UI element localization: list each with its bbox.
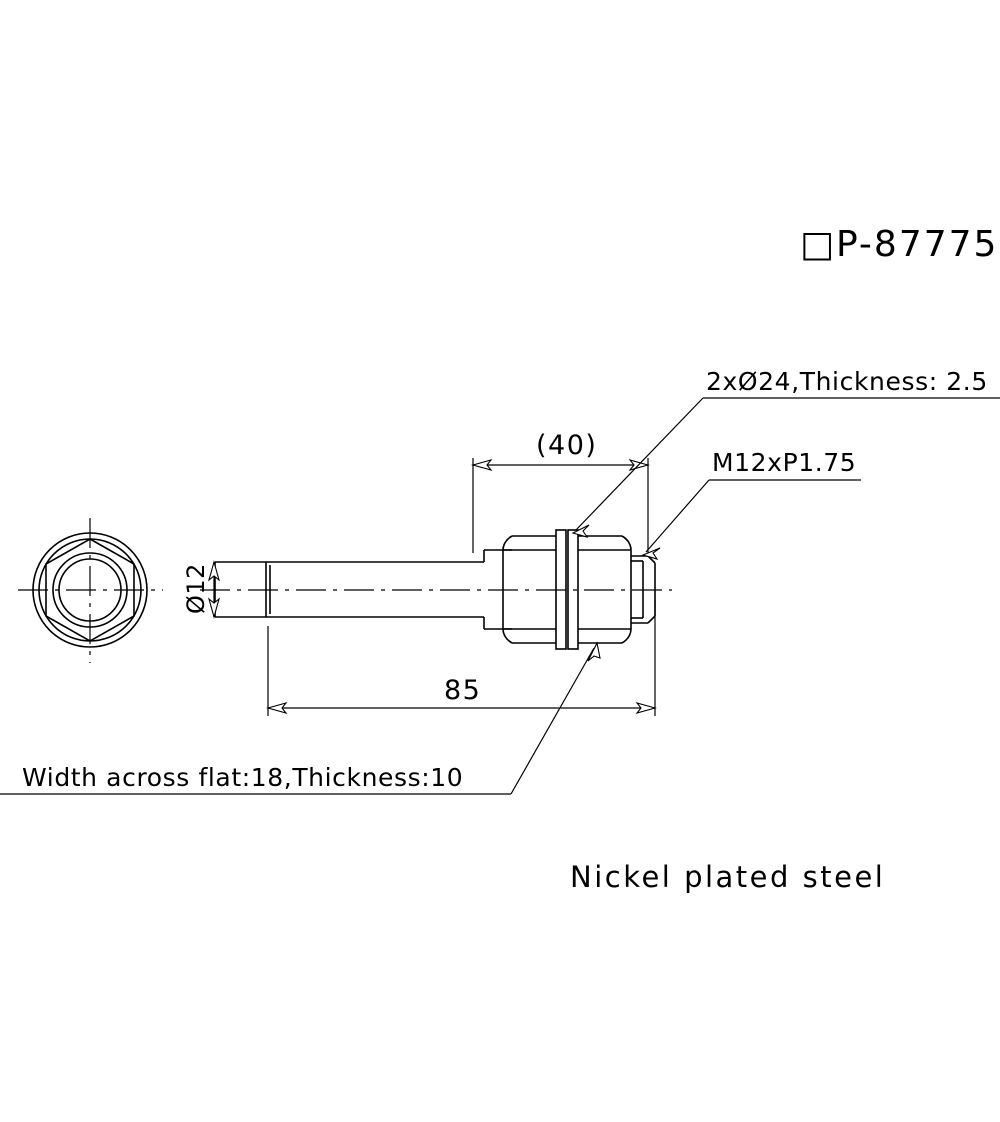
hex-callout-text: Width across flat:18,Thickness:10 — [22, 763, 463, 792]
dimension-overall-length: 85 — [265, 600, 658, 716]
diameter-dim-text: Ø12 — [182, 563, 210, 614]
callout-thread: M12xP1.75 — [641, 448, 861, 560]
thread-chamfer-bottom — [647, 615, 656, 624]
end-view — [18, 518, 163, 663]
overall-length-arrow-right — [635, 702, 658, 714]
overall-length-arrow-left — [265, 702, 288, 714]
material-note: Nickel plated steel — [570, 860, 885, 894]
callout-hex: Width across flat:18,Thickness:10 — [0, 641, 601, 795]
callout-washer: 2xØ24,Thickness: 2.5 — [571, 367, 1000, 538]
ref-length-text: (40) — [536, 430, 597, 461]
thread-callout-leader — [645, 479, 710, 553]
washer-callout-arrow — [571, 524, 590, 538]
washer-callout-text: 2xØ24,Thickness: 2.5 — [706, 367, 988, 396]
overall-length-text: 85 — [444, 675, 481, 706]
hex-callout-arrow — [587, 641, 601, 662]
washer-callout-leader — [575, 397, 704, 531]
dimension-reference-length: (40) — [470, 430, 651, 553]
diameter-arrow-bottom — [208, 597, 220, 620]
thread-callout-text: M12xP1.75 — [712, 448, 856, 477]
drawing-title: □P-87775 — [800, 224, 998, 265]
ref-length-arrow-left — [470, 459, 493, 471]
dimension-shaft-diameter: Ø12 — [182, 559, 220, 620]
thread-callout-arrow — [641, 547, 661, 560]
side-view — [200, 529, 672, 650]
hex-callout-leader — [510, 647, 595, 795]
diameter-arrow-top — [208, 559, 220, 582]
washer-second — [567, 529, 579, 650]
hex-body-right-arc — [621, 535, 632, 644]
